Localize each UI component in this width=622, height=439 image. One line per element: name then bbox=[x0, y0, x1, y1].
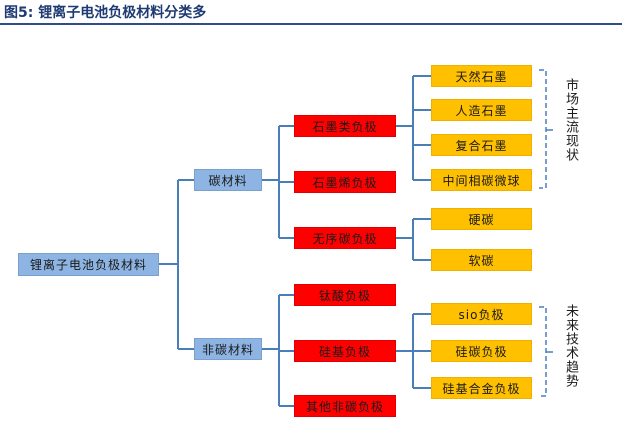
future-trend-label: 未来技术趋势 bbox=[563, 304, 578, 388]
title-rule bbox=[0, 23, 622, 25]
mesocarbon-microbeads-node: 中间相碳微球 bbox=[431, 169, 532, 191]
titanate-anode-node: 钛酸负极 bbox=[294, 284, 396, 306]
silicon-anode-node: 硅基负极 bbox=[294, 340, 396, 362]
natural-graphite-node: 天然石墨 bbox=[431, 65, 532, 87]
other-non-carbon-anode-node: 其他非碳负极 bbox=[294, 395, 396, 417]
artificial-graphite-node: 人造石墨 bbox=[431, 99, 532, 121]
amorphous-carbon-anode-node: 无序碳负极 bbox=[294, 227, 396, 249]
hard-carbon-node: 硬碳 bbox=[431, 208, 532, 230]
graphene-anode-node: 石墨烯负极 bbox=[294, 171, 396, 193]
future-bracket bbox=[539, 306, 547, 397]
market-bracket bbox=[539, 69, 547, 189]
carbon-materials-node: 碳材料 bbox=[194, 169, 262, 191]
figure-title: 图5: 锂离子电池负极材料分类多 bbox=[4, 5, 207, 21]
non-carbon-materials-node: 非碳材料 bbox=[194, 338, 262, 360]
market-mainstream-label: 市场主流现状 bbox=[563, 78, 578, 162]
silicon-carbon-anode-node: 硅碳负极 bbox=[431, 340, 532, 362]
sio-anode-node: sio负极 bbox=[431, 303, 532, 325]
soft-carbon-node: 软碳 bbox=[431, 249, 532, 271]
composite-graphite-node: 复合石墨 bbox=[431, 134, 532, 156]
root-node: 锂离子电池负极材料 bbox=[18, 253, 159, 276]
graphite-anode-node: 石墨类负极 bbox=[294, 115, 396, 137]
silicon-alloy-anode-node: 硅基合金负极 bbox=[431, 377, 532, 399]
